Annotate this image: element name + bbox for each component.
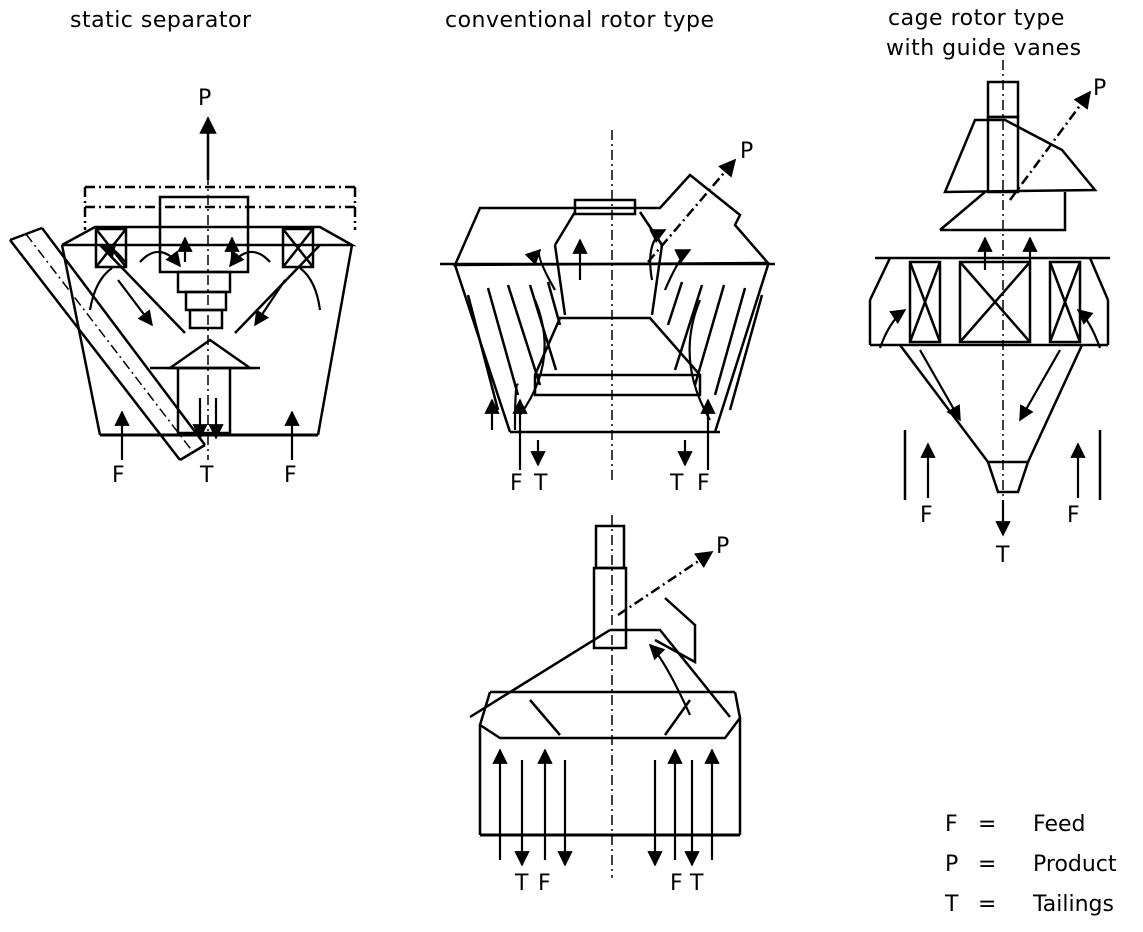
flow-letters: P F T F P F T T F P F T F P T F F T [112,76,1106,896]
bottom-rotor-flow-arrows [492,550,720,867]
legend-equals: = [978,892,997,917]
legend-key: F [945,812,958,837]
static-product-label: P [198,86,211,111]
legend-value: Tailings [1033,892,1114,917]
cage-rotor-title-line2: with guide vanes [886,36,1082,61]
cage-feed-label-left: F [920,503,933,528]
conventional-tailings-label-left: T [533,471,548,496]
cage-product-label: P [1093,76,1106,101]
static-separator-title: static separator [70,8,252,33]
conventional-feed-label-left: F [510,471,523,496]
conventional-rotor-diagram [440,130,775,480]
static-tailings-label: T [199,463,214,488]
legend: F = Feed P = Product T = Tailings [940,812,1140,932]
legend-equals: = [978,852,997,877]
cage-feed-label-right: F [1067,503,1080,528]
conventional-product-label: P [740,139,753,164]
legend-key: T [945,892,959,917]
conventional-feed-label-right: F [697,471,710,496]
conventional-tailings-label-right: T [669,471,684,496]
static-separator-flow-arrows [88,116,322,460]
separator-diagrams: P F T F P F T T F P F T F P T F F T [9,60,1110,896]
static-separator-diagram [9,135,357,462]
legend-value: Product [1033,852,1117,877]
legend-row-feed: F = Feed [940,812,1140,852]
bottom-feed-label-left: F [538,871,551,896]
cage-rotor-diagram [868,60,1110,510]
conventional-rotor-title: conventional rotor type [445,8,715,33]
static-feed-label-left: F [112,463,125,488]
cage-rotor-flow-arrows [878,90,1102,537]
bottom-product-label: P [716,534,729,559]
cage-tailings-label: T [995,543,1010,568]
bottom-feed-label-right: F [670,871,683,896]
bottom-tailings-label-left: T [514,871,529,896]
conventional-rotor-flow-arrows [484,158,737,470]
bottom-rotor-diagram [469,515,742,878]
legend-key: P [945,852,959,877]
legend-equals: = [978,812,997,837]
static-feed-label-right: F [284,463,297,488]
legend-value: Feed [1033,812,1086,837]
bottom-tailings-label-right: T [689,871,704,896]
legend-row-product: P = Product [940,852,1140,892]
legend-row-tailings: T = Tailings [940,892,1140,932]
cage-rotor-title-line1: cage rotor type [888,6,1065,31]
